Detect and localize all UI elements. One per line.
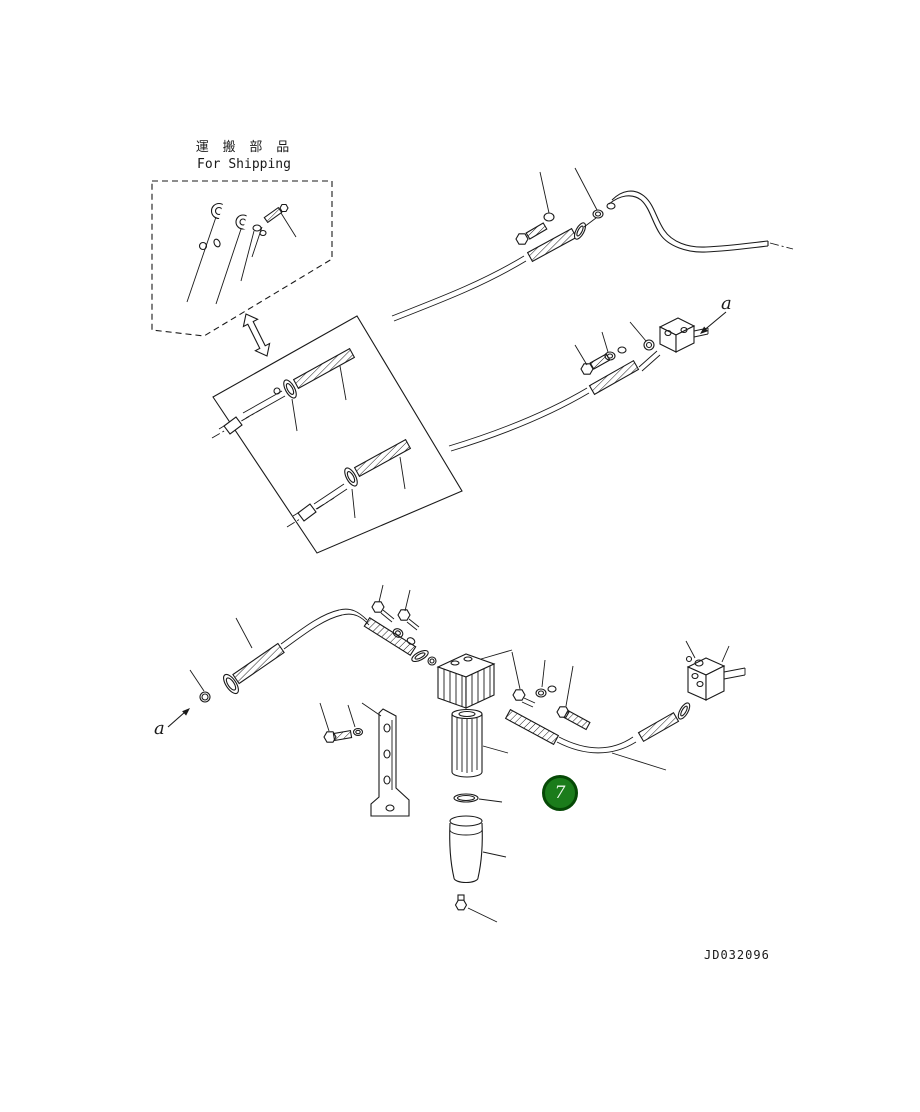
washer xyxy=(604,346,627,361)
drawing-number: JD032096 xyxy=(704,948,770,962)
connector-block xyxy=(658,317,709,353)
connector-block xyxy=(685,640,746,701)
o-ring xyxy=(189,669,211,703)
main-assembly xyxy=(189,584,746,923)
filter-bowl xyxy=(449,815,507,884)
fuel-filter-head xyxy=(436,649,513,709)
leader-lines xyxy=(539,167,598,214)
shipping-parts-box xyxy=(151,180,333,337)
bolt xyxy=(515,222,548,245)
hose-braid xyxy=(588,359,640,396)
upper-fuel-line xyxy=(391,167,794,322)
transfer-arrow xyxy=(242,313,271,357)
retaining-clip xyxy=(210,202,232,222)
curved-fuel-tube xyxy=(608,190,794,253)
middle-fuel-line xyxy=(448,317,709,452)
washer xyxy=(543,212,555,222)
left-hose xyxy=(223,608,370,695)
leader-lines xyxy=(574,321,647,366)
shaft-assembly xyxy=(286,438,412,528)
ref-a-top-arrow xyxy=(700,311,727,334)
drain-plug xyxy=(454,894,498,923)
ref-a-top-label: a xyxy=(721,293,732,314)
ref-a-bottom-label: a xyxy=(154,718,165,739)
filter-element xyxy=(451,708,509,778)
shaft-assembly xyxy=(211,347,356,439)
o-ring xyxy=(643,339,655,351)
installed-parts-box xyxy=(211,315,463,554)
leader-lines xyxy=(186,212,297,305)
hose-run xyxy=(448,387,590,452)
bowl-o-ring xyxy=(453,793,503,803)
nut xyxy=(198,238,221,251)
bolt xyxy=(263,203,289,224)
o-ring xyxy=(592,202,616,219)
callout-7-number: 7 xyxy=(554,783,566,803)
callout-7-badge: 7 xyxy=(542,775,578,811)
hose-flange xyxy=(573,222,587,240)
shipping-label-jp: 運 搬 部 品 xyxy=(195,140,293,155)
right-hose xyxy=(504,651,691,771)
shipping-label-en: For Shipping xyxy=(197,157,291,172)
ref-a-bottom-arrow xyxy=(167,708,190,728)
inlet-fitting xyxy=(363,617,437,666)
hose-braid xyxy=(526,227,578,263)
hose-run xyxy=(391,255,527,322)
shipping-label: 運 搬 部 品 For Shipping xyxy=(184,139,304,173)
mounting-bracket xyxy=(370,708,410,817)
leader-lines xyxy=(291,365,406,519)
bracket-bolt xyxy=(319,702,382,743)
